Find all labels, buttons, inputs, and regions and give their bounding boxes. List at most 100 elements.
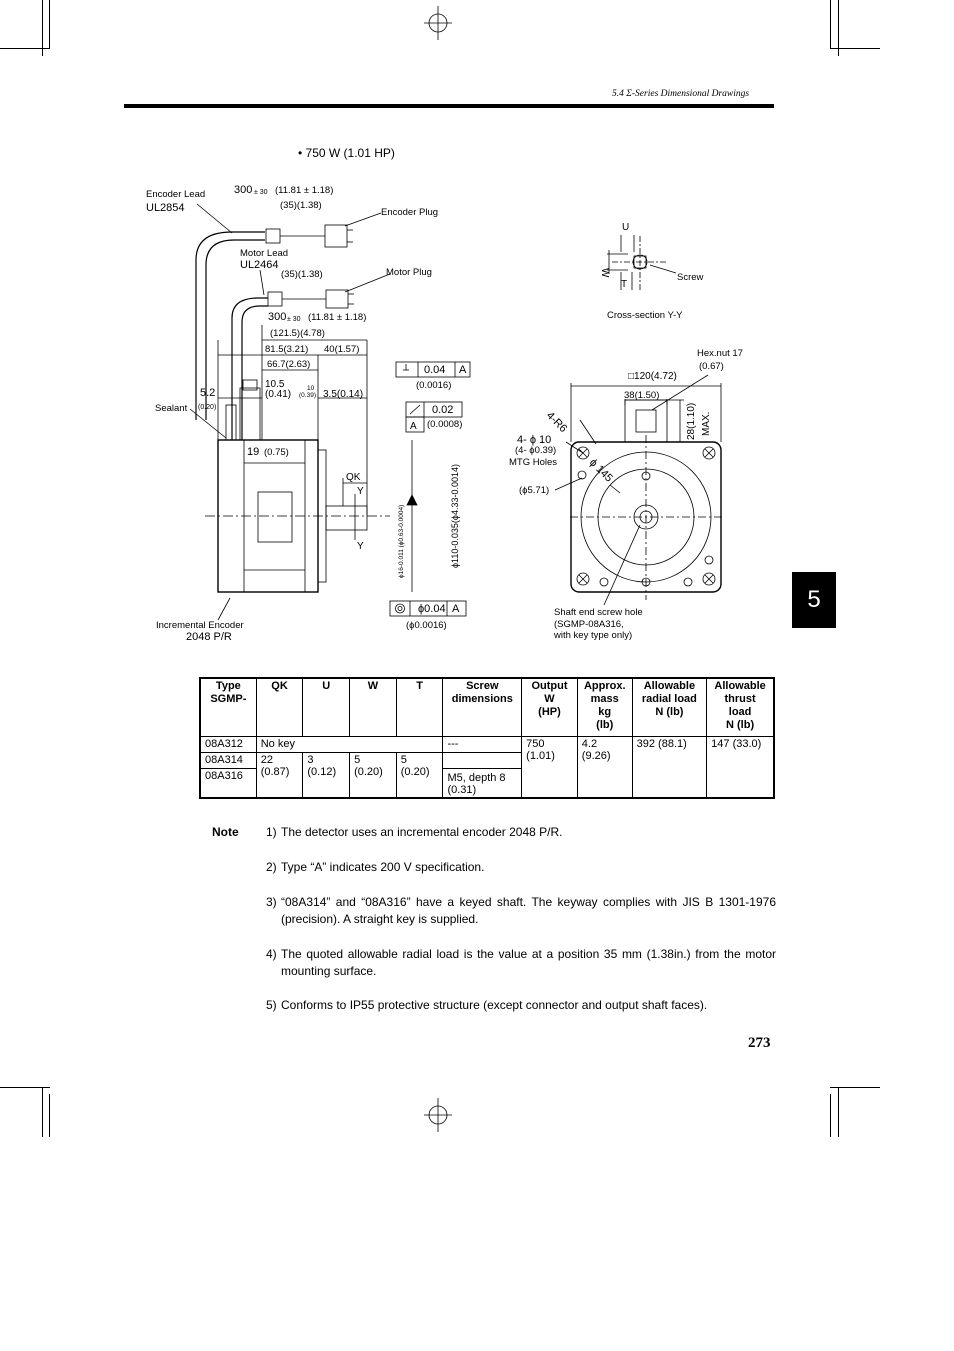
label-hexnut: Hex.nut 17: [697, 348, 743, 359]
label-shaft-screw-note: with key type only): [553, 630, 632, 641]
note-text: “08A314” and “08A316” have a keyed shaft…: [281, 895, 776, 926]
label-hexnut-in: (0.67): [699, 361, 724, 372]
dim-35-top: (35)(1.38): [280, 200, 322, 211]
note-text: Conforms to IP55 protective structure (e…: [281, 998, 708, 1012]
note-text: The quoted allowable radial load is the …: [281, 947, 776, 978]
u-text: 3 (0.12): [307, 753, 337, 778]
note-item: 5) Conforms to IP55 protective structure…: [266, 997, 776, 1014]
dim-5-2-in: (0.20): [198, 404, 216, 411]
dim-10-5: 10.5: [265, 379, 285, 390]
cs-label-w: W: [599, 268, 610, 278]
runout-tolerance-in: (0.0008): [427, 419, 462, 430]
cell-thrust: 147 (33.0): [706, 735, 775, 799]
notes-label: Note: [212, 825, 239, 839]
dim-10-in: (0.39): [299, 392, 316, 399]
label-motor-lead-ul: UL2464: [240, 259, 279, 271]
spigot-diameter: ϕ110-0.035(ϕ4.33-0.0014): [450, 464, 460, 568]
note-text: Type “A” indicates 200 V specification.: [281, 860, 485, 874]
cell-radial: 392 (88.1): [631, 735, 708, 799]
cell-screw-none: ---: [442, 735, 523, 753]
dim-square-120: □120(4.72): [628, 371, 677, 382]
table-row: 08A312 No key --- 750 (1.01) 4.2 (9.26) …: [199, 735, 775, 799]
dim-10: 10: [307, 385, 315, 392]
note-item: 1) The detector uses an incremental enco…: [266, 824, 776, 841]
perp-tolerance-in: (0.0016): [416, 380, 451, 391]
dim-19: 19: [247, 446, 259, 458]
dim-81: 81.5(3.21): [265, 344, 308, 355]
cell-output: 750 (1.01): [521, 735, 578, 799]
note-number: 4): [266, 947, 277, 961]
note-text: The detector uses an incremental encoder…: [281, 825, 563, 839]
cell-u: 3 (0.12): [302, 751, 351, 799]
section-y-bottom: Y: [357, 541, 364, 552]
cell-type: 08A314: [199, 751, 257, 769]
dim-121: (121.5)(4.78): [270, 328, 325, 339]
dim-28: 28(1.10): [686, 403, 697, 440]
dim-28-max: MAX.: [701, 412, 712, 436]
note-number: 5): [266, 998, 277, 1012]
cell-t: 5 (0.20): [395, 751, 444, 799]
dim-5-2: 5.2: [200, 387, 215, 399]
cell-screw-blank: [442, 751, 523, 768]
running-header: 5.4 Σ-Series Dimensional Drawings: [612, 89, 750, 99]
qk-text: 22 (0.87): [260, 753, 290, 778]
dim-19-in: (0.75): [264, 447, 289, 458]
label-shaft-screw: Shaft end screw hole: [554, 607, 643, 618]
mtg-hole-count-in: (4- ϕ0.39): [515, 445, 556, 456]
w-text: 5 (0.20): [354, 753, 383, 778]
dim-3-5: 3.5(0.14): [323, 389, 363, 400]
tol-300-top: ± 30: [254, 189, 268, 196]
concentricity-tolerance-in: (ϕ0.0016): [406, 620, 447, 631]
cs-caption: Cross-section Y-Y: [607, 310, 683, 321]
note-number: 3): [266, 895, 277, 909]
cell-type: 08A316: [199, 767, 257, 799]
mtg-hole-count: 4- ϕ 10: [517, 434, 551, 446]
cell-qk: 22 (0.87): [255, 751, 304, 799]
cs-label-screw: Screw: [677, 272, 704, 283]
cs-label-u: U: [622, 222, 629, 233]
pitch-circle-diameter-in: (ϕ5.71): [519, 485, 549, 496]
cs-label-t: T: [621, 279, 627, 290]
datum-a: A: [410, 421, 417, 432]
note-item: 3) “08A314” and “08A316” have a keyed sh…: [266, 894, 776, 927]
dimensional-drawing: Encoder Lead UL2854 300 ± 30 (11.81 ± 1.…: [146, 184, 743, 643]
dim-300-mid-in: (11.81 ± 1.18): [308, 312, 366, 323]
pitch-circle-diameter: ϕ 145: [587, 457, 615, 485]
t-text: 5 (0.20): [400, 753, 430, 778]
col-header: W: [349, 677, 397, 737]
label-shaft-screw-model: (SGMP-08A316,: [554, 619, 624, 630]
dim-40: 40(1.57): [324, 344, 359, 355]
dim-66: 66.7(2.63): [267, 359, 310, 370]
dim-38: 38(1.50): [624, 390, 659, 401]
section-subtitle: • 750 W (1.01 HP): [298, 146, 395, 160]
label-sealant: Sealant: [155, 403, 188, 414]
note-number: 2): [266, 860, 277, 874]
header-rule: [124, 104, 774, 108]
label-motor-lead: Motor Lead: [240, 248, 288, 259]
perp-tolerance: 0.04: [424, 364, 445, 376]
page-number: 273: [748, 1035, 771, 1051]
cell-no-key: No key: [255, 735, 444, 753]
cell-mass: 4.2 (9.26): [576, 735, 633, 799]
tol-300-mid: ± 30: [287, 316, 301, 323]
concentricity-datum: A: [452, 603, 460, 615]
col-header: T: [395, 677, 444, 737]
registration-mark-bottom: [424, 1098, 452, 1132]
note-item: 4) The quoted allowable radial load is t…: [266, 946, 776, 979]
dim-300-top-in: (11.81 ± 1.18): [275, 185, 333, 196]
corner-radius: 4-R6: [544, 410, 569, 435]
col-header: U: [302, 677, 351, 737]
table-row: 08A316 M5, depth 8 (0.31): [199, 767, 774, 799]
dim-300-top: 300: [234, 184, 252, 196]
label-encoder-lead: Encoder Lead: [146, 189, 205, 200]
label-encoder-lead-ul: UL2854: [146, 202, 185, 214]
dim-300-mid: 300: [268, 311, 286, 323]
label-motor-plug: Motor Plug: [386, 267, 432, 278]
col-header: QK: [255, 677, 304, 737]
